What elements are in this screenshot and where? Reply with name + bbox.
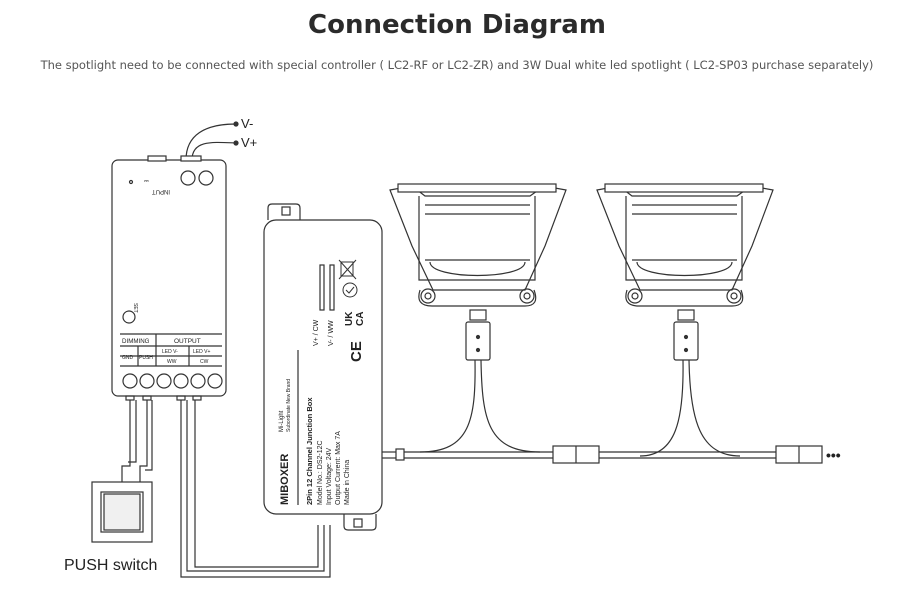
spotlight-2 [596, 183, 774, 361]
jb-brand-tag-group: Subordinate New Brand [286, 379, 292, 432]
controller-set-label-group: SET [132, 303, 138, 313]
switch-wires [121, 400, 153, 482]
input-terminal-plus [198, 170, 214, 186]
jb-input-voltage-group: Input Voltage: 24V [326, 447, 333, 505]
terminal-led-plus-2 [207, 373, 223, 389]
spotlight-1 [389, 183, 567, 361]
power-wires [185, 121, 239, 161]
controller-input-label-group: INPUT [152, 188, 170, 194]
main-cable [395, 445, 823, 464]
jb-ukca-2: CA [355, 312, 366, 326]
jb-brand-sub-group: Mi-Light [279, 410, 285, 432]
jb-brand-sub: Mi-Light [279, 410, 285, 432]
jb-weee-icon [338, 259, 357, 280]
continuation-dots: ••• [826, 447, 841, 463]
controller-input-label: INPUT [152, 188, 170, 194]
jb-ww-wire-group: V- / WW [328, 320, 335, 346]
jb-cw-wire: V+ / CW [313, 319, 320, 346]
drop-cables [419, 359, 741, 457]
jb-ce-mark: CE [348, 341, 365, 362]
page-subtitle: The spotlight need to be connected with … [40, 58, 874, 72]
jb-ukca-1-group: UK [344, 311, 355, 326]
jb-origin: Made in China [344, 460, 351, 505]
set-button[interactable] [122, 310, 136, 324]
controller-cw-label: CW [200, 359, 209, 365]
jb-model-group: Model No.: DS2-12C [317, 440, 324, 505]
terminal-push [139, 373, 155, 389]
jb-name-group: 2Pin 12 Channel Junction Box [305, 397, 314, 505]
terminal-led-minus-cw [173, 373, 189, 389]
jb-output-current: Output Current: Max 7A [335, 431, 342, 505]
controller-led-minus-label: LED V- [162, 349, 178, 355]
jb-ukca-2-group: CA [355, 312, 366, 326]
controller-dimming-label: DIMMING [122, 338, 150, 345]
terminal-led-minus-ww [156, 373, 172, 389]
controller-ww-label: WW [167, 359, 177, 365]
input-terminal-minus [180, 170, 196, 186]
controller-output-label: OUTPUT [174, 338, 201, 345]
jb-origin-group: Made in China [344, 460, 351, 505]
dc-symbol: ⎓ [144, 179, 149, 185]
jb-ce-mark-group: CE [348, 341, 365, 362]
push-switch-label: PUSH switch [64, 557, 157, 574]
jb-cw-wire-group: V+ / CW [313, 319, 320, 346]
controller-gnd-label: GND [122, 355, 134, 361]
jb-ww-wire: V- / WW [328, 320, 335, 346]
controller-led-plus-label: LED V+ [193, 349, 210, 355]
terminal-gnd [122, 373, 138, 389]
jb-output-current-group: Output Current: Max 7A [335, 431, 342, 505]
jb-brand-group: MIBOXER [279, 454, 291, 505]
push-switch [91, 481, 153, 543]
controller-push-label: PUSH [139, 355, 153, 361]
terminal-led-plus-1 [190, 373, 206, 389]
jb-input-voltage: Input Voltage: 24V [326, 447, 333, 505]
jb-brand-tag: Subordinate New Brand [286, 379, 292, 432]
junction-box [263, 203, 396, 531]
label-v-minus: V- [241, 116, 253, 131]
controller: ⎓ [111, 155, 227, 401]
jb-brand: MIBOXER [279, 454, 291, 505]
controller-set-label: SET [132, 303, 138, 313]
jb-model: Model No.: DS2-12C [317, 440, 324, 505]
label-v-plus: V+ [241, 135, 257, 150]
jb-recycle-icon [342, 282, 358, 298]
output-wires [180, 400, 331, 578]
jb-ukca-1: UK [344, 311, 355, 326]
page-title: Connection Diagram [308, 10, 606, 40]
jb-name: 2Pin 12 Channel Junction Box [305, 397, 314, 505]
